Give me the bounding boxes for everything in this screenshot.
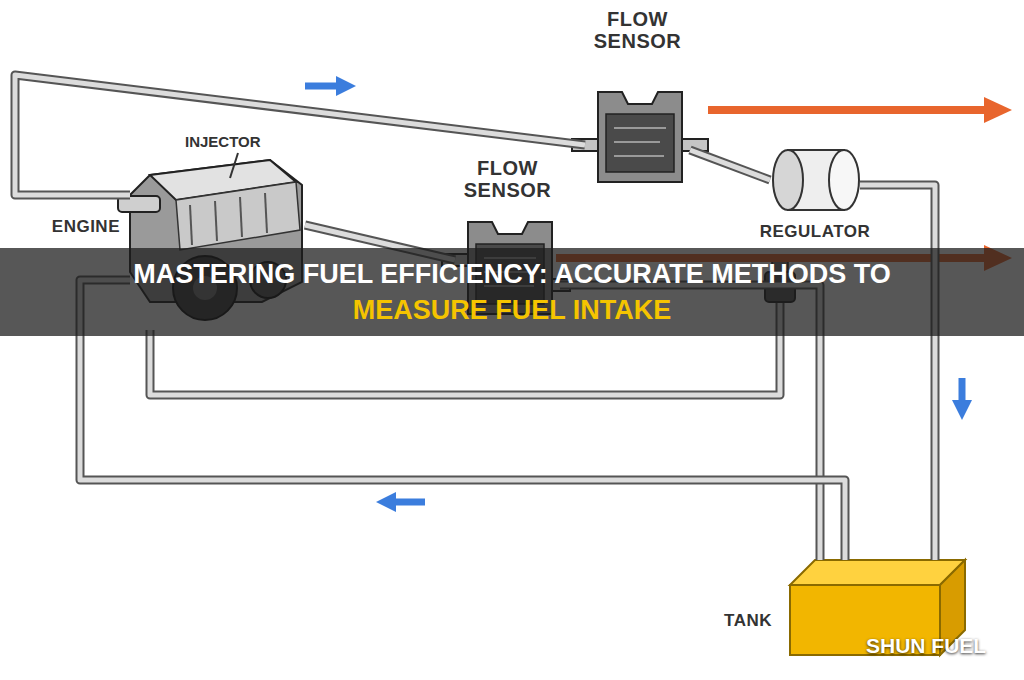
flow-direction-arrow bbox=[952, 378, 972, 420]
illustration-part bbox=[614, 155, 664, 157]
fuel-line-outline bbox=[860, 185, 935, 560]
title-banner: MASTERING FUEL EFFICIENCY: ACCURATE METH… bbox=[0, 248, 1024, 336]
illustration-part bbox=[614, 141, 660, 143]
fuel-line bbox=[860, 185, 935, 560]
component-label: ENGINE bbox=[52, 218, 120, 237]
illustration-part bbox=[606, 114, 674, 172]
part-label: INJECTOR bbox=[185, 133, 261, 150]
illustration-part bbox=[305, 83, 340, 90]
fuel-line-core bbox=[690, 150, 770, 180]
illustration-part bbox=[829, 150, 859, 210]
illustration-part bbox=[790, 560, 965, 585]
illustration-part bbox=[614, 127, 666, 129]
component-label: FLOW SENSOR bbox=[452, 157, 564, 201]
illustration-part bbox=[336, 76, 356, 96]
flow-direction-arrow bbox=[305, 76, 356, 96]
illustration-part bbox=[598, 92, 682, 182]
illustration-part bbox=[190, 205, 192, 245]
illustration-part bbox=[265, 193, 267, 233]
illustration-part bbox=[984, 97, 1012, 123]
illustration-part bbox=[240, 197, 242, 237]
illustration-part bbox=[952, 400, 972, 420]
illustration-part bbox=[215, 201, 217, 241]
fuel-line bbox=[690, 150, 770, 180]
illustration-part bbox=[230, 153, 238, 178]
component-label: FLOW SENSOR bbox=[582, 8, 694, 52]
page-title: MASTERING FUEL EFFICIENCY: ACCURATE METH… bbox=[72, 256, 952, 328]
illustration-part bbox=[376, 492, 396, 512]
flow-sensor-illustration bbox=[572, 92, 708, 182]
component-label: REGULATOR bbox=[760, 223, 871, 242]
watermark: SHUN FUEL bbox=[866, 634, 986, 658]
illustration-part bbox=[392, 499, 425, 506]
component-label: TANK bbox=[724, 612, 772, 631]
component-node: REGULATOR bbox=[770, 145, 860, 215]
illustration-part bbox=[773, 150, 803, 210]
fuel-line-outline bbox=[690, 150, 770, 180]
illustration-part bbox=[176, 182, 300, 250]
flow-direction-arrow bbox=[376, 492, 425, 512]
component-node: FLOW SENSOR bbox=[585, 85, 690, 185]
fuel-line-core bbox=[860, 185, 935, 560]
signal-arrow bbox=[708, 97, 1012, 123]
illustration-part bbox=[708, 106, 990, 114]
regulator-illustration bbox=[773, 150, 859, 210]
